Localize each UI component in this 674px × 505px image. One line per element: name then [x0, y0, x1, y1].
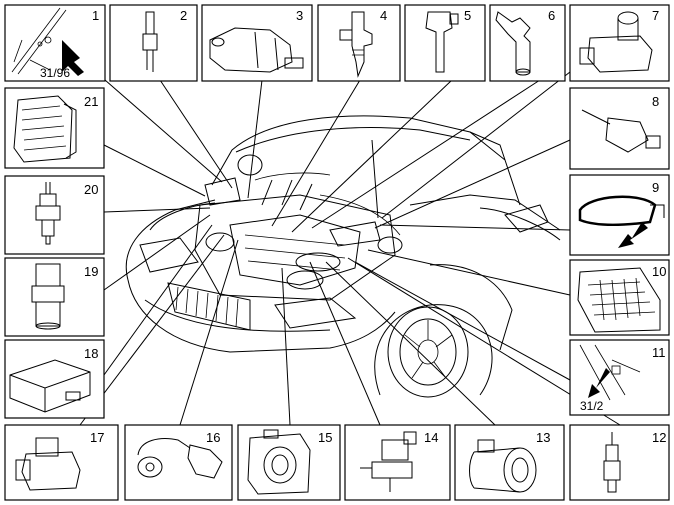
side-mirror-arrow-icon	[578, 195, 665, 248]
component-number: 2	[180, 8, 187, 23]
knock-sensor-icon	[137, 438, 223, 479]
component-number: 4	[380, 8, 387, 23]
component-3: 3	[201, 4, 313, 82]
temperature-sensor-icon	[142, 11, 158, 72]
component-number: 1	[92, 8, 99, 23]
component-1: 1 31/96	[4, 4, 106, 82]
component-number: 6	[548, 8, 555, 23]
component-19: 19	[4, 257, 105, 337]
component-8: 8	[569, 87, 670, 170]
component-11: 11 31/2	[569, 339, 670, 416]
component-21: 21	[4, 87, 105, 169]
component-9: 9	[569, 174, 670, 256]
pressure-valve-icon	[579, 11, 653, 73]
coolant-temp-sensor-icon	[35, 182, 61, 245]
component-number: 21	[84, 94, 98, 109]
component-number: 10	[652, 264, 666, 279]
component-10: 10	[569, 259, 670, 336]
fuse-location-arrow-icon	[11, 7, 84, 76]
component-6: 6	[489, 4, 566, 82]
component-number: 11	[652, 345, 666, 360]
component-5: 5	[404, 4, 486, 82]
oxygen-sensor-icon	[603, 432, 621, 493]
component-number: 19	[84, 264, 98, 279]
component-13: 13	[454, 424, 565, 501]
component-18: 18	[4, 339, 105, 419]
fuse-box-icon	[577, 267, 661, 333]
component-number: 14	[424, 430, 438, 445]
component-14: 14	[344, 424, 451, 501]
component-number: 9	[652, 180, 659, 195]
engine-control-unit-icon	[13, 95, 77, 163]
pressure-sensor-icon	[15, 437, 81, 491]
component-number: 12	[652, 430, 666, 445]
component-number: 20	[84, 182, 98, 197]
component-number: 7	[652, 8, 659, 23]
camshaft-sensor-icon	[495, 11, 531, 76]
ignition-coil-icon	[425, 11, 459, 73]
component-number: 13	[536, 430, 550, 445]
throttle-body-icon	[247, 429, 311, 495]
solenoid-valve-icon	[360, 431, 417, 492]
fuel-injector-icon	[339, 11, 373, 78]
component-number: 5	[464, 8, 471, 23]
component-4: 4	[317, 4, 401, 82]
component-number: 8	[652, 94, 659, 109]
component-number: 16	[206, 430, 220, 445]
component-7: 7	[569, 4, 670, 82]
component-number: 18	[84, 346, 98, 361]
component-number: 3	[296, 8, 303, 23]
component-17: 17	[4, 424, 119, 501]
mass-air-flow-meter-icon	[469, 439, 537, 493]
component-2: 2	[109, 4, 198, 82]
car-engine-bay-illustration	[125, 115, 561, 398]
throttle-actuator-icon	[209, 27, 304, 73]
component-16: 16	[124, 424, 233, 501]
component-number: 15	[318, 430, 332, 445]
leader-lines	[79, 71, 621, 426]
pressure-switch-icon	[31, 263, 65, 330]
control-module-icon	[9, 359, 91, 413]
component-20: 20	[4, 175, 105, 255]
component-number: 17	[90, 430, 104, 445]
relay-location-arrow-icon	[579, 344, 641, 401]
component-ref: 31/2	[580, 399, 604, 413]
cylinder-sensor-icon	[581, 109, 661, 153]
component-12: 12	[569, 424, 670, 501]
component-15: 15	[237, 424, 341, 501]
